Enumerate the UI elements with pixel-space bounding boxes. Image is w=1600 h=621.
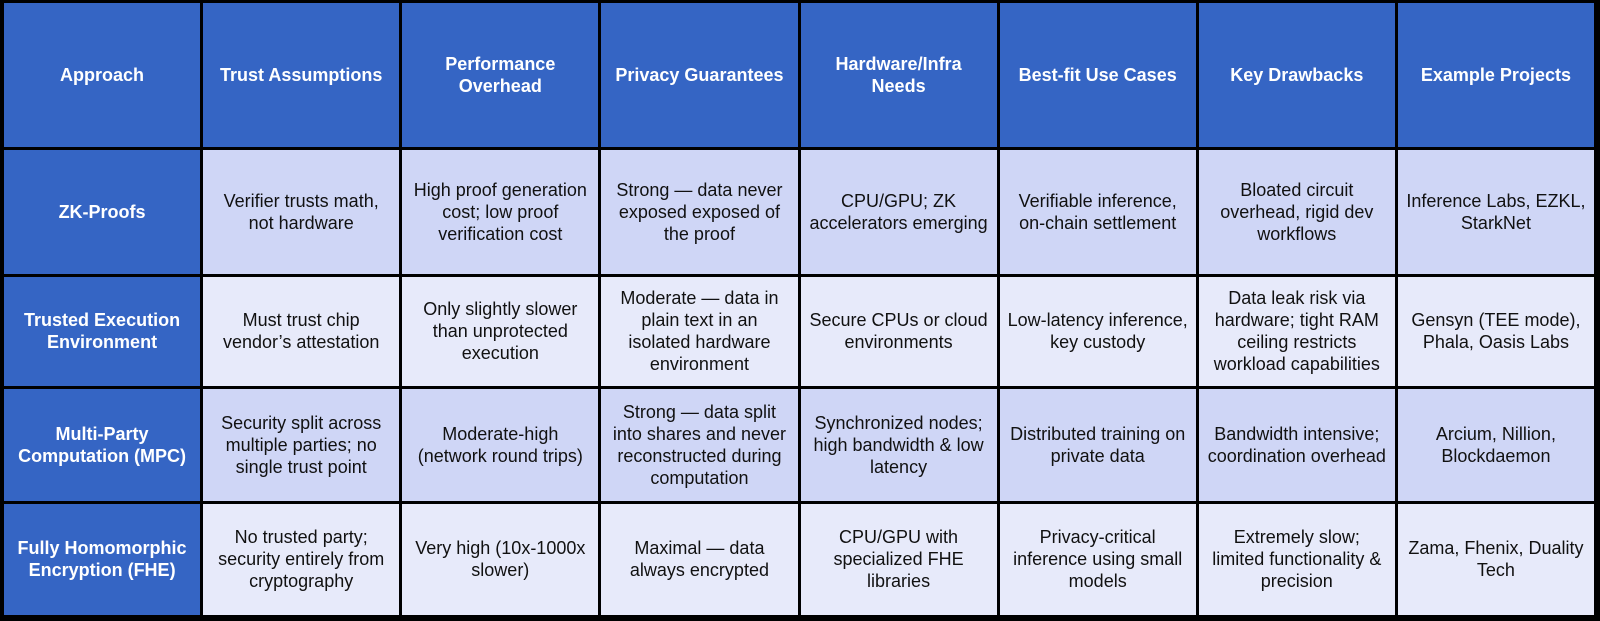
row-header-approach: Multi-Party Computation (MPC): [4, 389, 201, 501]
cell-performance: Only slightly slower than unprotected ex…: [402, 276, 599, 387]
cell-use-cases: Verifiable inference, on-chain settlemen…: [999, 150, 1196, 274]
table-row: ZK-Proofs Verifier trusts math, not hard…: [4, 150, 1594, 274]
cell-projects: Inference Labs, EZKL, StarkNet: [1397, 150, 1594, 274]
row-header-approach: Trusted Execution Environment: [4, 276, 201, 387]
cell-drawbacks: Bandwidth intensive; coordination overhe…: [1198, 389, 1395, 501]
column-header-example-projects: Example Projects: [1397, 3, 1594, 147]
slide-edge: [1596, 0, 1600, 621]
cell-trust: Security split across multiple parties; …: [203, 389, 400, 501]
row-header-approach: Fully Homomorphic Encryption (FHE): [4, 503, 201, 615]
cell-hardware: Secure CPUs or cloud environments: [800, 276, 997, 387]
cell-privacy: Maximal — data always encrypted: [601, 503, 798, 615]
cell-performance: Moderate-high (network round trips): [402, 389, 599, 501]
cell-privacy: Moderate — data in plain text in an isol…: [601, 276, 798, 387]
cell-use-cases: Low-latency inference, key custody: [999, 276, 1196, 387]
cell-privacy: Strong — data never exposed exposed of t…: [601, 150, 798, 274]
column-header-hardware-infra-needs: Hardware/Infra Needs: [800, 3, 997, 147]
cell-drawbacks: Data leak risk via hardware; tight RAM c…: [1198, 276, 1395, 387]
row-header-approach: ZK-Proofs: [4, 150, 201, 274]
cell-trust: Verifier trusts math, not hardware: [203, 150, 400, 274]
column-header-trust-assumptions: Trust Assumptions: [203, 3, 400, 147]
cell-drawbacks: Bloated circuit overhead, rigid dev work…: [1198, 150, 1395, 274]
cell-trust: No trusted party; security entirely from…: [203, 503, 400, 615]
column-header-performance-overhead: Performance Overhead: [402, 3, 599, 147]
cell-projects: Arcium, Nillion, Blockdaemon: [1397, 389, 1594, 501]
cell-drawbacks: Extremely slow; limited functionality & …: [1198, 503, 1395, 615]
cell-use-cases: Privacy-critical inference using small m…: [999, 503, 1196, 615]
table-row: Multi-Party Computation (MPC) Security s…: [4, 389, 1594, 501]
table-row: Fully Homomorphic Encryption (FHE) No tr…: [4, 503, 1594, 615]
cell-hardware: CPU/GPU; ZK accelerators emerging: [800, 150, 997, 274]
cell-performance: High proof generation cost; low proof ve…: [402, 150, 599, 274]
column-header-key-drawbacks: Key Drawbacks: [1198, 3, 1395, 147]
cell-projects: Zama, Fhenix, Duality Tech: [1397, 503, 1594, 615]
cell-projects: Gensyn (TEE mode), Phala, Oasis Labs: [1397, 276, 1594, 387]
cell-hardware: CPU/GPU with specialized FHE libraries: [800, 503, 997, 615]
cell-use-cases: Distributed training on private data: [999, 389, 1196, 501]
cell-performance: Very high (10x-1000x slower): [402, 503, 599, 615]
column-header-approach: Approach: [4, 3, 201, 147]
cell-hardware: Synchronized nodes; high bandwidth & low…: [800, 389, 997, 501]
cell-privacy: Strong — data split into shares and neve…: [601, 389, 798, 501]
table-row: Trusted Execution Environment Must trust…: [4, 276, 1594, 387]
cell-trust: Must trust chip vendor’s attestation: [203, 276, 400, 387]
column-header-privacy-guarantees: Privacy Guarantees: [601, 3, 798, 147]
column-header-best-fit-use-cases: Best-fit Use Cases: [999, 3, 1196, 147]
header-row: Approach Trust Assumptions Performance O…: [4, 3, 1594, 147]
